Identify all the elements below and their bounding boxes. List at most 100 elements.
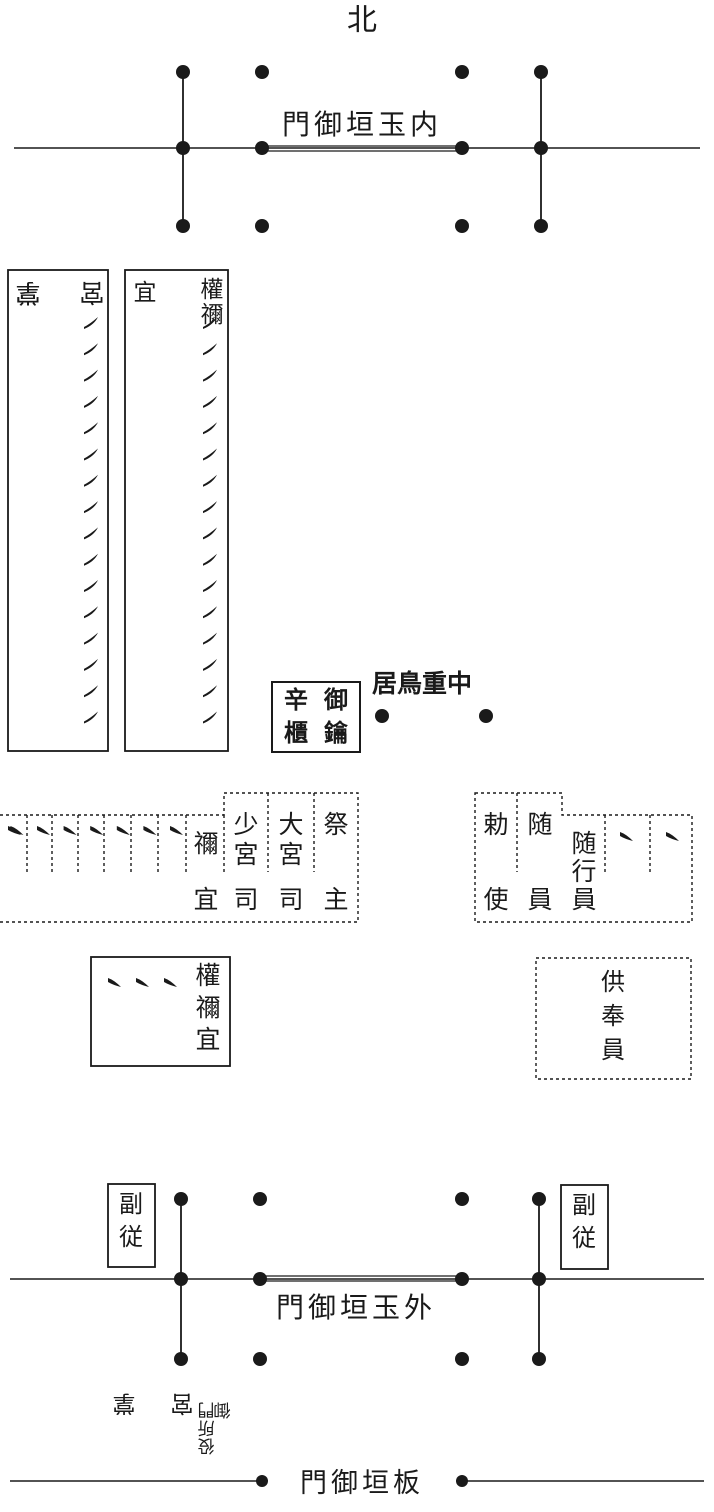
post-dot-icon bbox=[455, 219, 469, 233]
tick-mark-icon bbox=[84, 448, 98, 461]
gon-negi-mid-label: 禰 bbox=[195, 993, 220, 1022]
post-dot-icon bbox=[253, 1352, 267, 1366]
north-label: 北 bbox=[347, 3, 377, 38]
tick-mark-icon bbox=[84, 553, 98, 566]
inner-gate bbox=[14, 72, 700, 226]
gon-negi-mid-box bbox=[90, 956, 231, 1067]
kunai-top-label: 掌 bbox=[15, 279, 40, 308]
gon-negi-top-label: 權 bbox=[201, 277, 224, 303]
post-dot-icon bbox=[174, 1192, 188, 1206]
chokushi-label: 勅 bbox=[483, 810, 508, 839]
post-dot-icon bbox=[455, 1352, 469, 1366]
tick-mark-icon bbox=[84, 632, 98, 645]
torii-post-dot-icon bbox=[479, 709, 493, 723]
negi-label: 宜 bbox=[193, 885, 218, 914]
tick-mark-icon bbox=[143, 826, 157, 835]
tick-mark-icon bbox=[203, 685, 217, 698]
tick-mark-icon bbox=[37, 826, 50, 835]
priest-row bbox=[0, 792, 359, 923]
zuikoin-label: 行 bbox=[571, 857, 596, 886]
fukuju-left-label: 従 bbox=[119, 1223, 143, 1251]
zuiin-label: 員 bbox=[527, 885, 552, 914]
post-dot-icon bbox=[174, 1352, 188, 1366]
tick-mark-icon bbox=[116, 826, 130, 835]
tick-mark-icon bbox=[203, 448, 217, 461]
post-dot-icon bbox=[176, 141, 190, 155]
tick-mark-icon bbox=[136, 978, 149, 987]
tick-mark-icon bbox=[203, 422, 217, 435]
tick-mark-icon bbox=[203, 658, 217, 671]
torii-post-dot-icon bbox=[375, 709, 389, 723]
post-dot-icon bbox=[532, 1192, 546, 1206]
tick-mark-icon bbox=[84, 685, 98, 698]
guhoin-label: 奉 bbox=[601, 1002, 625, 1030]
tick-mark-icon bbox=[164, 978, 177, 987]
tick-mark-icon bbox=[203, 711, 217, 724]
post-dot-icon bbox=[176, 65, 190, 79]
chu-torii-label: 居鳥重中 bbox=[372, 669, 472, 698]
kunai-bottom-label: 宮 bbox=[171, 1390, 194, 1416]
tick-mark-icon bbox=[84, 474, 98, 487]
inner-gate-posts bbox=[176, 65, 548, 233]
post-dot-icon bbox=[174, 1272, 188, 1286]
tick-mark-icon bbox=[203, 343, 217, 356]
shoguji-label: 宮 bbox=[233, 840, 258, 869]
tick-mark-icon bbox=[170, 826, 183, 835]
zuikoin-label: 員 bbox=[571, 885, 596, 914]
gomon-yaku-label: 御 bbox=[214, 1399, 231, 1419]
daiguji-label: 宮 bbox=[278, 840, 303, 869]
tick-mark-icon bbox=[620, 832, 633, 841]
zuiin-label: 随 bbox=[527, 810, 552, 839]
envoy-row bbox=[474, 792, 693, 923]
fukuju-left-box bbox=[107, 1183, 156, 1268]
post-dot-icon bbox=[255, 219, 269, 233]
kunai-bottom-label: 掌 bbox=[113, 1390, 136, 1416]
tick-mark-icon bbox=[10, 826, 24, 835]
gon-negi-top-label: 宜 bbox=[134, 280, 157, 306]
tick-mark-icon bbox=[84, 606, 98, 619]
post-dot-icon bbox=[255, 65, 269, 79]
tick-mark-icon bbox=[8, 826, 21, 835]
priest-row-outline bbox=[0, 792, 359, 923]
kunai-top-label: 掌 bbox=[15, 279, 40, 308]
inner-gate-label: 門御垣玉内 bbox=[282, 108, 442, 141]
tick-mark-icon bbox=[84, 422, 98, 435]
saishu-label: 主 bbox=[323, 885, 348, 914]
guhoin-label: 供 bbox=[601, 968, 625, 996]
post-dot-icon bbox=[532, 1272, 546, 1286]
outer-gate-posts bbox=[174, 1192, 546, 1366]
tick-mark-icon bbox=[203, 474, 217, 487]
tick-mark-icon bbox=[666, 832, 679, 841]
gon-negi-mid-label: 權 bbox=[195, 961, 220, 990]
tick-mark-icon bbox=[203, 553, 217, 566]
shoguji-label: 少 bbox=[233, 810, 258, 839]
post-dot-icon bbox=[255, 141, 269, 155]
outer-gate bbox=[10, 1199, 704, 1359]
kunai-row-box bbox=[7, 269, 109, 752]
kunai-top-label: 宮 bbox=[79, 278, 104, 307]
guhoin-label: 員 bbox=[601, 1036, 625, 1064]
tick-mark-icon bbox=[84, 369, 98, 382]
zuikoin-label: 随 bbox=[571, 829, 596, 858]
post-dot-icon bbox=[253, 1192, 267, 1206]
shoguji-label: 司 bbox=[233, 885, 258, 914]
gon-negi-row-box bbox=[124, 269, 229, 752]
daiguji-label: 司 bbox=[278, 885, 303, 914]
tick-mark-icon bbox=[63, 826, 77, 835]
post-dot-icon bbox=[455, 1272, 469, 1286]
post-dot-icon bbox=[256, 1475, 268, 1487]
tick-mark-icon bbox=[203, 369, 217, 382]
saishu-label: 祭 bbox=[323, 810, 348, 839]
tick-mark-icon bbox=[84, 317, 98, 329]
envoy-row-outline bbox=[474, 792, 693, 923]
tick-mark-icon bbox=[203, 580, 217, 592]
post-dot-icon bbox=[532, 1352, 546, 1366]
post-dot-icon bbox=[455, 1192, 469, 1206]
tick-mark-icon bbox=[84, 395, 98, 408]
outer-gate-label: 門御垣玉外 bbox=[276, 1291, 436, 1324]
post-dot-icon bbox=[534, 141, 548, 155]
tick-mark-icon bbox=[203, 395, 217, 408]
chokushi-label: 使 bbox=[483, 885, 508, 914]
tick-mark-icon bbox=[90, 826, 104, 835]
